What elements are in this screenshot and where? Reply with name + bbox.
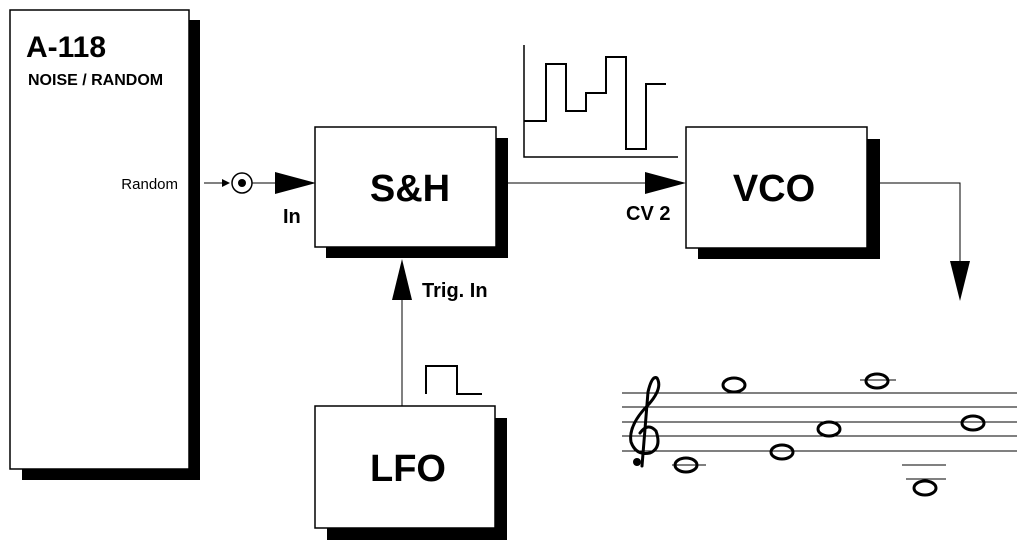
vco-input-arrow-icon <box>645 172 686 194</box>
vco-block-box <box>685 126 868 249</box>
sh-block-label: S&H <box>370 168 450 210</box>
trigger-input-label: Trig. In <box>422 280 488 302</box>
vco-block: VCO <box>685 126 880 259</box>
lfo-block-label: LFO <box>370 448 446 490</box>
lfo-block: LFO <box>314 405 507 540</box>
note-head <box>816 420 842 438</box>
jack-to-sh-connection <box>252 172 316 194</box>
vco-output-connection <box>880 182 970 301</box>
a118-module-panel <box>9 9 190 470</box>
random-to-jack-connection <box>204 179 230 187</box>
module-name: A-118 <box>26 31 106 64</box>
music-staff <box>622 372 1017 497</box>
note-head <box>721 376 747 394</box>
staff-lines <box>622 392 1017 452</box>
note-heads <box>673 372 986 497</box>
note-head <box>864 372 890 390</box>
note-head <box>769 443 795 461</box>
trigger-input-arrow-icon <box>392 259 412 300</box>
random-output-label: Random <box>121 176 178 193</box>
vco-output-arrow-icon <box>950 261 970 301</box>
note-head <box>673 456 699 474</box>
note-head <box>960 414 986 432</box>
vco-block-label: VCO <box>733 168 815 210</box>
treble-clef-icon <box>629 376 661 468</box>
a118-module: A-118 NOISE / RANDOM Random <box>9 9 200 480</box>
sh-to-vco-connection <box>508 172 686 194</box>
vco-input-label: CV 2 <box>626 203 670 225</box>
sh-block: S&H <box>314 126 508 258</box>
sh-input-arrow-icon <box>275 172 316 194</box>
sh-input-label: In <box>283 206 301 228</box>
lfo-block-box <box>314 405 496 529</box>
ledger-lines <box>672 379 946 480</box>
square-pulse-icon <box>425 365 482 395</box>
stepped-waveform-icon <box>523 45 678 158</box>
module-subtitle: NOISE / RANDOM <box>28 72 163 89</box>
sh-block-box <box>314 126 497 248</box>
jack-socket-icon <box>231 172 253 194</box>
note-head <box>912 479 938 497</box>
lfo-to-sh-trigger-connection <box>392 259 412 406</box>
